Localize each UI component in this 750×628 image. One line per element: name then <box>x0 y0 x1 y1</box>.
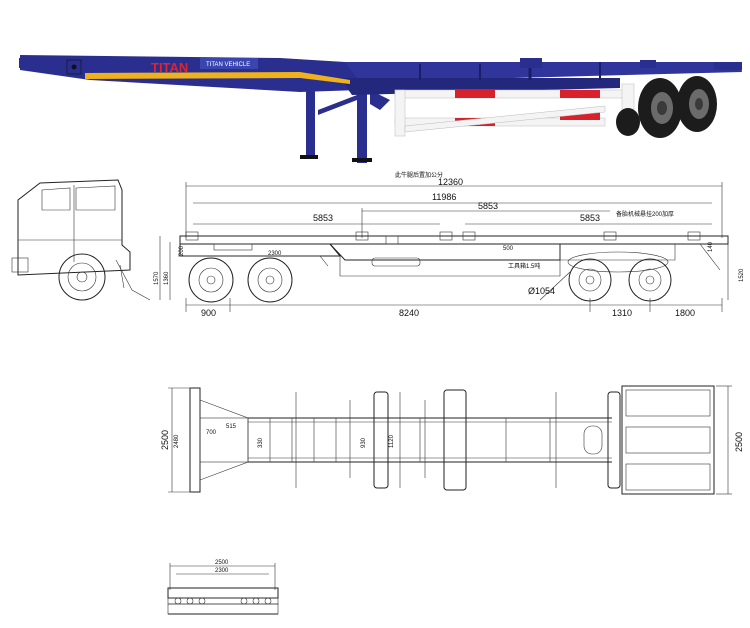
brand-badge-text: TITAN VEHICLE <box>206 62 250 68</box>
tool-box-note: 工具箱1.5吨 <box>508 262 540 270</box>
trailer-frame-side <box>179 231 729 277</box>
tractor-cab <box>11 179 151 301</box>
side-elevation: 此牛腿后置加公分 12360 11986 5853 5853 5853 备胎机械… <box>11 171 745 318</box>
dim-inner-length: 11986 <box>432 192 456 202</box>
dim-kingpin-a: 330 <box>258 437 264 448</box>
brand-badge <box>200 58 258 69</box>
dim-overall-length: 12360 <box>438 177 463 187</box>
dim-frame-height: 500 <box>503 246 514 252</box>
dim-height-left-2: 1360 <box>164 271 170 285</box>
dim-wheel-diameter: Ø1054 <box>528 286 555 296</box>
dim-height-left-1: 1570 <box>154 271 160 285</box>
side-under-guard <box>394 83 635 137</box>
dim-plan-width-left: 2500 <box>160 430 170 450</box>
top-note: 此牛腿后置加公分 <box>395 171 443 179</box>
brand-text: TITAN <box>151 60 188 75</box>
trailer-photo: TITAN TITAN VEHICLE <box>19 55 742 163</box>
side-stripe <box>85 72 350 84</box>
dim-plan-width-right: 2500 <box>734 432 744 452</box>
dim-front-overhang: 900 <box>201 308 216 318</box>
dim-kingpin-b: 515 <box>226 424 237 430</box>
dim-plan-width-left-inner: 2480 <box>174 434 180 448</box>
landing-leg-right <box>357 85 367 163</box>
trailer-axle-group: Ø1054 <box>528 244 676 302</box>
dim-wheelbase: 8240 <box>399 308 419 318</box>
dim-height-right-1: 1520 <box>739 268 745 282</box>
dim-pitch-right: 5853 <box>580 213 600 223</box>
photo-wheels <box>616 76 717 138</box>
dim-kingpin-setback: 2300 <box>268 251 282 257</box>
dim-kingpin-c: 700 <box>206 430 217 436</box>
rear-view: 2500 2300 <box>167 560 279 615</box>
dim-pitch-mid: 5853 <box>478 201 498 211</box>
dim-pitch-left: 5853 <box>313 213 333 223</box>
dim-rear-overhang: 1800 <box>675 308 695 318</box>
dim-beam-930: 930 <box>361 437 367 448</box>
tractor-drive-wheels <box>188 257 293 303</box>
dim-axle-spread: 1310 <box>612 308 632 318</box>
plan-view: 2500 2480 700 515 330 930 1120 <box>160 385 744 495</box>
suspension-note: 备胎机械悬挂200加厚 <box>616 210 674 218</box>
dim-height-left-3: 200 <box>179 245 185 256</box>
dim-height-right-2: 140 <box>708 241 714 252</box>
dim-rear-inner: 2300 <box>215 568 229 574</box>
dim-beam-1120: 1120 <box>389 434 395 448</box>
landing-leg-left <box>306 90 315 158</box>
rear-deck <box>621 385 715 495</box>
dim-rear-top: 2500 <box>215 560 229 566</box>
